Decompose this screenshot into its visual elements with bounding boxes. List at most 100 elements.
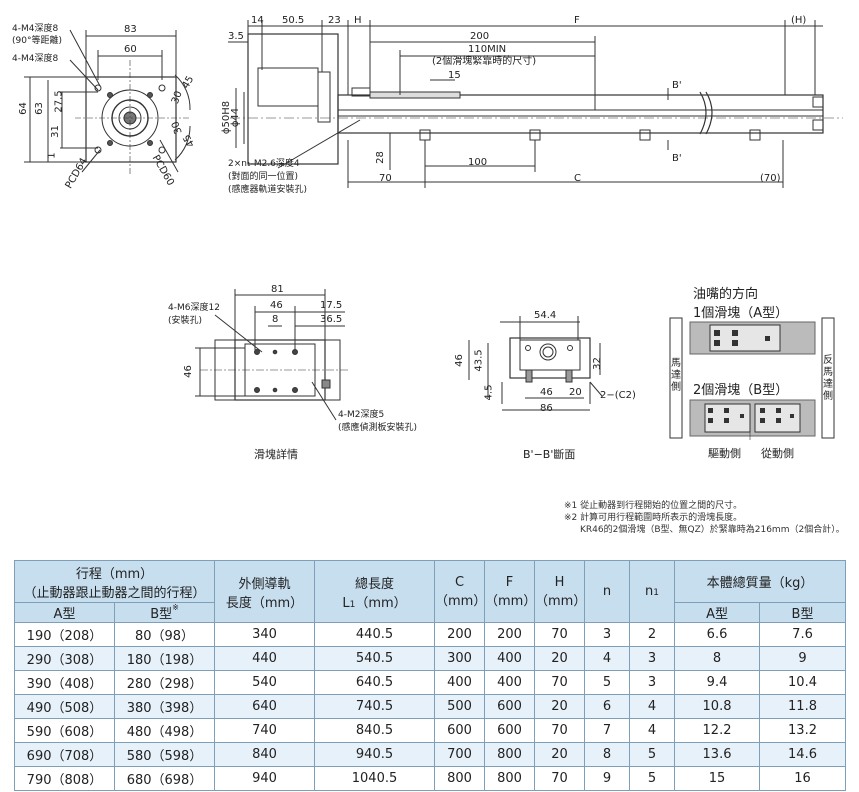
mass-b-cell: 11.8 [759, 694, 847, 719]
c-header-label: C [454, 574, 465, 590]
dim-81: 81 [271, 284, 284, 295]
f-header: F （mm） [484, 560, 537, 623]
c-cell: 600 [434, 718, 486, 743]
mass-a-cell: 9.4 [674, 670, 761, 695]
stroke-a-cell: 590（608） [14, 718, 115, 743]
stroke-header-label: 行程（mm） [75, 566, 154, 582]
sensor-plate-tap-note: (感應偵測板安裝孔) [338, 423, 418, 433]
h-header-label: H [554, 574, 565, 590]
f-header-unit: （mm） [485, 593, 537, 609]
rail-length-cell: 540 [214, 670, 316, 695]
tap-label-1-note: (90°等距離) [12, 36, 62, 46]
note-2: ※2 計算可用行程範圍時所表示的滑塊長度。 [564, 513, 743, 523]
stroke-b-cell: 180（198） [113, 646, 216, 671]
dim-100: 100 [468, 157, 488, 168]
section-mark-top: B' [672, 80, 682, 91]
stroke-b-label: B型 [150, 607, 173, 622]
sensor-tap-note-1: (對面的同一位置) [228, 172, 299, 182]
dim-43-5: 43.5 [473, 349, 485, 372]
n1-header-label: n [645, 584, 654, 599]
mass-b-cell: 14.6 [759, 742, 847, 767]
rail-length-cell: 740 [214, 718, 316, 743]
stroke-a-cell: 290（308） [14, 646, 115, 671]
dim-50-5: 50.5 [282, 15, 305, 26]
mass-b-cell: 9 [759, 646, 847, 671]
n1-cell: 3 [629, 670, 676, 695]
dim-27-5: 27.5 [53, 90, 65, 113]
mass-a-cell: 12.2 [674, 718, 761, 743]
f-header-label: F [505, 574, 514, 590]
mass-a-header: A型 [674, 602, 761, 623]
total-header-l-sub: 1 [349, 599, 356, 610]
rail-length-cell: 940 [214, 766, 316, 791]
dim-8: 8 [272, 314, 279, 325]
c-header: C （mm） [434, 560, 487, 623]
opposite-side-label: 反馬達側 [823, 355, 833, 402]
h-header: H （mm） [534, 560, 587, 623]
total-length-header: 總長度 L1（mm） [314, 560, 436, 623]
n1-cell: 5 [629, 766, 676, 791]
mass-header: 本體總質量（kg） [674, 560, 847, 603]
c-header-unit: （mm） [435, 593, 487, 609]
dim-54-4: 54.4 [534, 310, 557, 321]
dim-86: 86 [540, 403, 553, 414]
dim-200: 200 [470, 31, 490, 42]
driven-side-label: 從動側 [761, 447, 794, 460]
dim-phi44: ϕ44 [230, 107, 242, 128]
stroke-a-cell: 390（408） [14, 670, 115, 695]
slider-detail-caption: 滑塊詳情 [254, 448, 298, 461]
n-cell: 3 [584, 622, 631, 647]
total-header-l: L [342, 595, 350, 611]
rail-body [337, 94, 824, 134]
oil-nozzle-title: 油嘴的方向 [693, 287, 759, 302]
c-cell: 500 [434, 694, 486, 719]
rail-header-line2: 長度（mm） [225, 595, 304, 611]
stroke-b-cell: 380（398） [113, 694, 216, 719]
c-cell: 800 [434, 766, 486, 791]
n1-cell: 2 [629, 622, 676, 647]
dim-46-section-bottom: 46 [540, 387, 553, 398]
c-cell: 200 [434, 622, 486, 647]
slider-close-note: (2個滑塊緊靠時的尺寸) [432, 56, 537, 67]
mass-b-cell: 10.4 [759, 670, 847, 695]
mass-a-cell: 8 [674, 646, 761, 671]
total-length-cell: 540.5 [314, 646, 436, 671]
dim-60: 60 [124, 44, 137, 55]
oil-nozzle-type-b: 2個滑塊（B型） [693, 383, 789, 398]
h-header-unit: （mm） [535, 593, 587, 609]
stroke-a-cell: 790（808） [14, 766, 115, 791]
f-cell: 600 [484, 694, 536, 719]
mass-a-cell: 10.8 [674, 694, 761, 719]
n1-header: n1 [629, 560, 676, 623]
dim-17-5: 17.5 [320, 300, 343, 311]
stroke-a-cell: 690（708） [14, 742, 115, 767]
chamfer-label: 2−(C2) [600, 390, 636, 401]
section-mark-bottom: B' [672, 153, 682, 164]
stroke-b-cell: 480（498） [113, 718, 216, 743]
dim-c: C [574, 173, 581, 184]
oil-nozzle-type-a: 1個滑塊（A型） [693, 306, 789, 321]
note-1: ※1 從止動器到行程開始的位置之間的尺寸。 [564, 501, 743, 511]
mass-a-cell: 6.6 [674, 622, 761, 647]
dim-14: 14 [251, 15, 264, 26]
f-cell: 200 [484, 622, 536, 647]
stroke-b-header: B型※ [113, 602, 216, 623]
tap-label-2: 4-M4深度8 [12, 54, 59, 64]
dim-15: 15 [448, 70, 461, 81]
h-cell: 70 [534, 622, 586, 647]
stroke-b-mark: ※ [172, 603, 179, 612]
c-cell: 300 [434, 646, 486, 671]
dim-64: 64 [17, 102, 29, 115]
total-length-cell: 640.5 [314, 670, 436, 695]
dim-63: 63 [33, 102, 45, 115]
h-cell: 20 [534, 742, 586, 767]
h-cell: 70 [534, 766, 586, 791]
c-cell: 700 [434, 742, 486, 767]
mass-b-cell: 7.6 [759, 622, 847, 647]
mass-b-cell: 16 [759, 766, 847, 791]
